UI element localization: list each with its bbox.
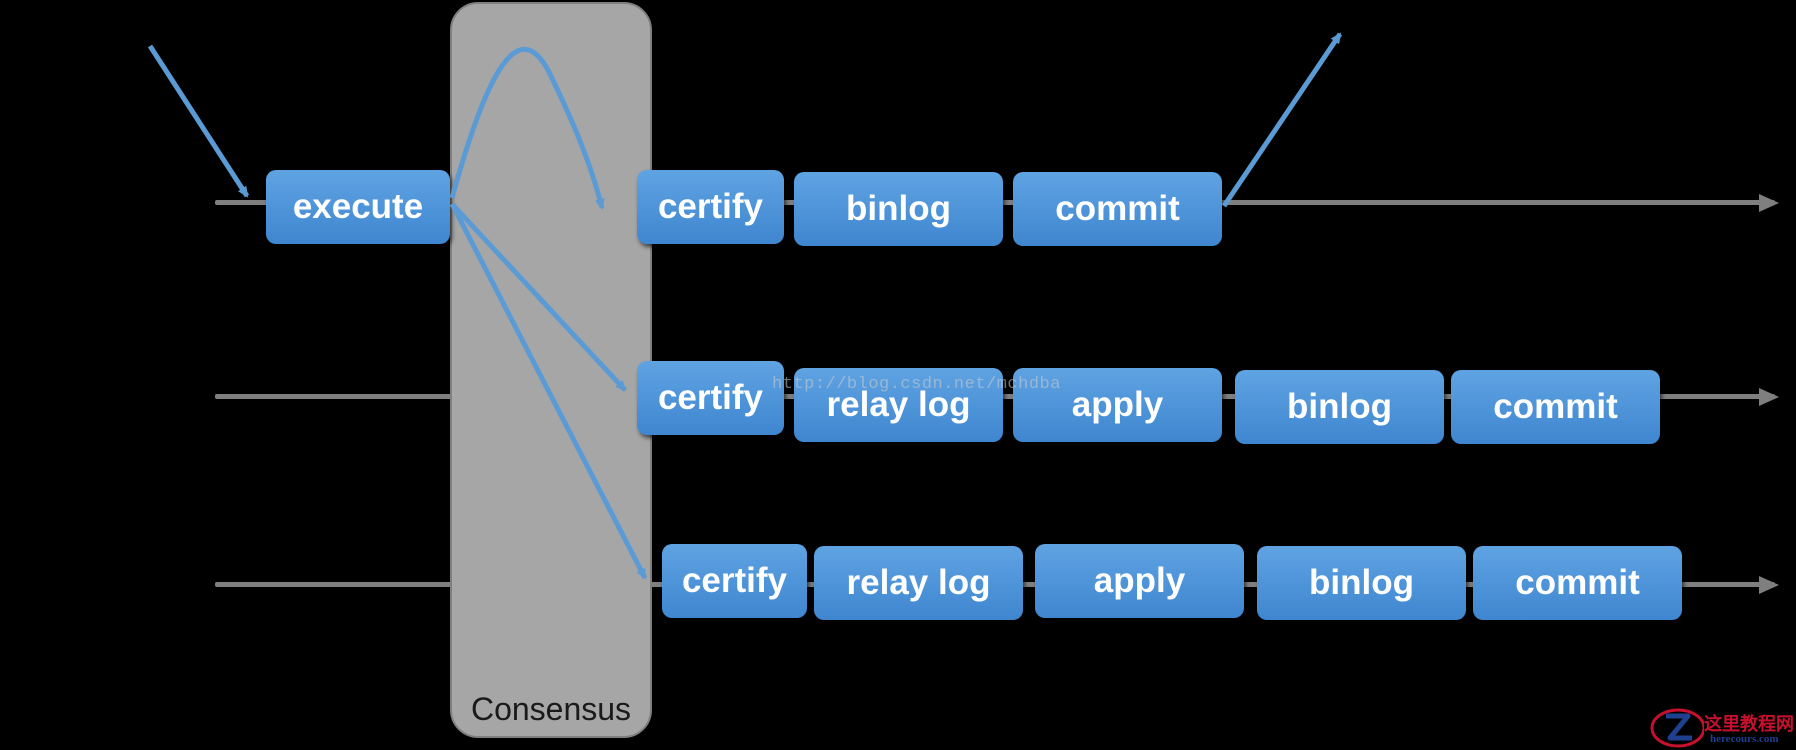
binlog-box-row-1: binlog <box>794 172 1003 246</box>
consensus-band: Consensus <box>450 2 652 738</box>
incoming-arrow <box>147 44 250 198</box>
self-delivery-arrow <box>449 47 605 210</box>
logo-z-icon <box>1650 708 1704 748</box>
watermark-text: http://blog.csdn.net/mchdba <box>772 375 1061 394</box>
certify-box-row-1: certify <box>637 170 784 244</box>
consensus-label: Consensus <box>470 691 632 727</box>
logo-url: herecours.com <box>1710 733 1779 745</box>
broadcast-arrow-row-2 <box>450 202 627 392</box>
binlog-box-row-2: binlog <box>1235 370 1444 444</box>
outgoing-arrow <box>1221 32 1343 208</box>
execute-box: execute <box>266 170 450 244</box>
relay-log-box-row-2: relay log <box>794 368 1003 442</box>
broadcast-arrow-row-3 <box>449 202 648 580</box>
logo-name: 这里教程网 <box>1704 714 1794 734</box>
commit-box-row-1: commit <box>1013 172 1222 246</box>
apply-box-row-3: apply <box>1035 544 1244 618</box>
certify-box-row-3: certify <box>662 544 807 618</box>
commit-box-row-3: commit <box>1473 546 1682 620</box>
timeline-arrowhead-row-2 <box>1759 388 1779 406</box>
apply-box-row-2: apply <box>1013 368 1222 442</box>
relay-log-box-row-3: relay log <box>814 546 1023 620</box>
timeline-arrowhead-row-3 <box>1759 576 1779 594</box>
timeline-arrowhead-row-1 <box>1759 194 1779 212</box>
certify-box-row-2: certify <box>637 361 784 435</box>
site-logo: 这里教程网 herecours.com <box>1648 706 1796 750</box>
commit-box-row-2: commit <box>1451 370 1660 444</box>
binlog-box-row-3: binlog <box>1257 546 1466 620</box>
